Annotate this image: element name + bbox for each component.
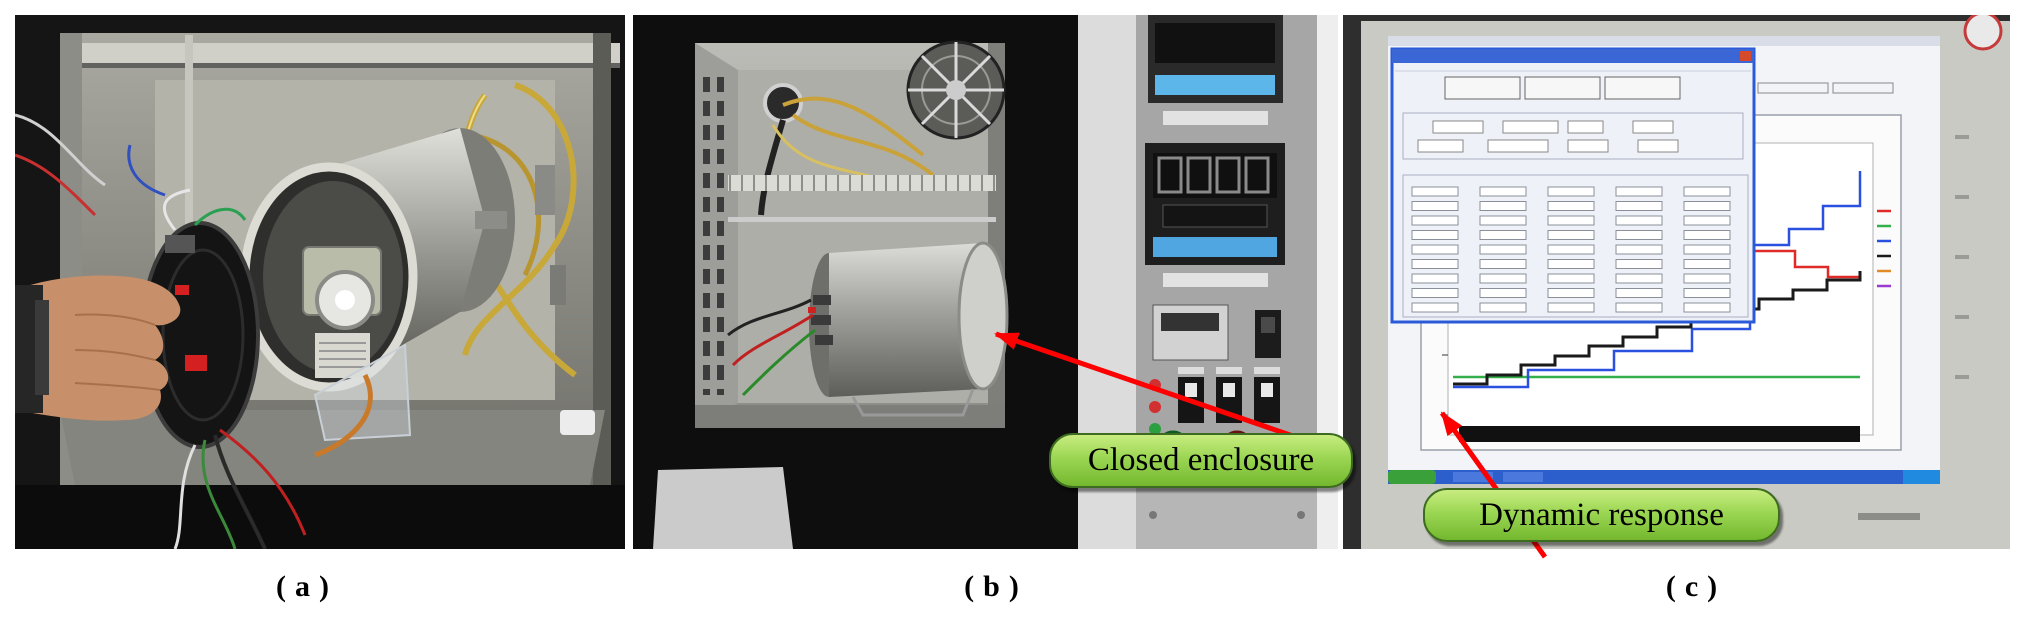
monitor-sticker <box>1963 15 2003 51</box>
acrylic-stand <box>313 343 412 458</box>
plot-blue-line <box>1453 171 1862 389</box>
panel-label-b: (b) <box>964 570 1028 603</box>
metal-cylinder <box>727 241 1009 417</box>
plot-legend-marks <box>1877 209 1891 288</box>
plot-red-line <box>1750 249 1860 279</box>
taskbar <box>1388 470 1940 484</box>
temperature-controller-display <box>1148 15 1283 125</box>
panel-label-c: (c) <box>1665 570 1727 603</box>
wires <box>15 113 307 549</box>
wire-shelf <box>728 175 996 222</box>
callout-closed-enclosure-text: Closed enclosure <box>1087 442 1315 478</box>
panel-label-a: (a) <box>276 570 338 603</box>
indicator-lights <box>1149 379 1161 435</box>
fan <box>906 40 1006 140</box>
plot-bottom-bar <box>1459 426 1860 442</box>
timer-meter <box>1152 304 1229 361</box>
monitor-controls <box>1858 135 1969 520</box>
chamber-bottom-frame <box>15 485 625 549</box>
photo-panel-a <box>15 15 625 549</box>
settings-dialog <box>1390 47 1756 324</box>
hand <box>15 275 181 421</box>
callout-dynamic-response-text: Dynamic response <box>1479 496 1724 533</box>
photo-panel-c <box>1343 15 2010 549</box>
rocker-switch <box>1255 310 1281 358</box>
callout-dynamic-response: Dynamic response <box>1423 488 1780 542</box>
humidity-controller-display <box>1145 143 1285 287</box>
dialog-close-icon <box>1740 51 1751 61</box>
plot-black-line <box>1453 271 1862 386</box>
floor-slab <box>653 467 793 549</box>
callout-closed-enclosure: Closed enclosure <box>1049 433 1353 488</box>
start-button <box>1388 470 1436 484</box>
